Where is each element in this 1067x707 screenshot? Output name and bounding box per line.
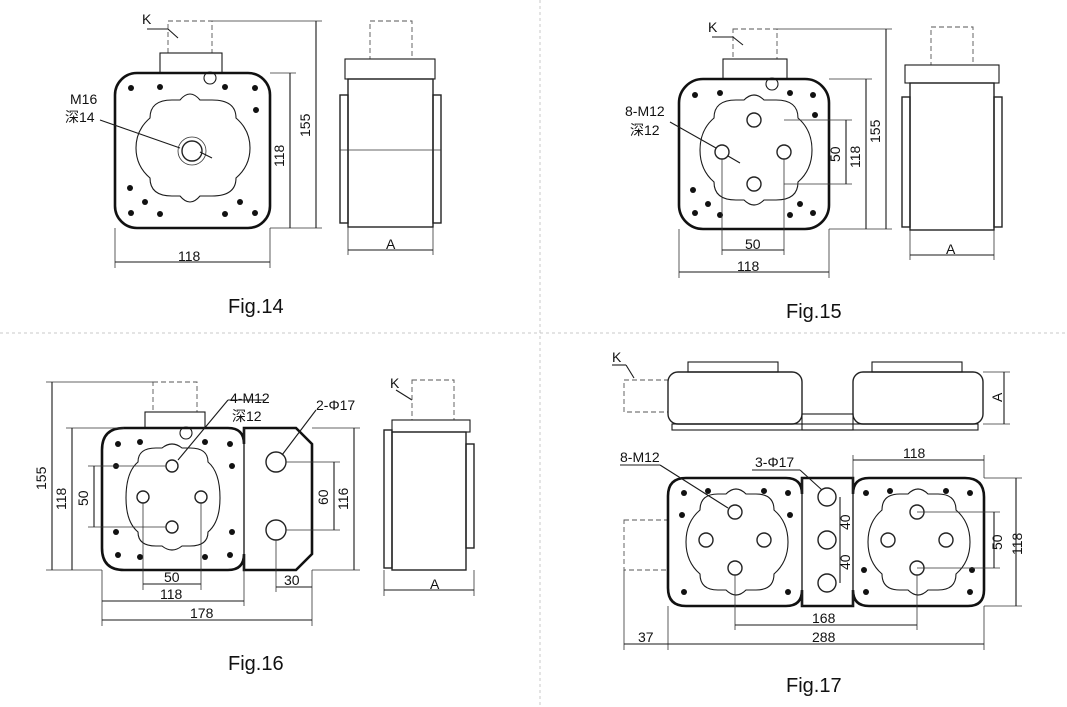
fig15: K 8-M12 深12 50 118 — [625, 19, 1003, 323]
fig14-depth-label: 深14 — [65, 109, 95, 125]
fig14-electrode-plate — [135, 93, 251, 203]
fig14: K M16 深14 118 118 155 — [65, 11, 442, 318]
fig15-height-inner-dim: 118 — [847, 145, 863, 168]
fig15-side-terminal — [930, 26, 974, 66]
fig16-side-dim: A — [430, 576, 440, 592]
fig17-thread-label: 8-M12 — [620, 449, 660, 465]
fig16-side-body — [391, 431, 467, 571]
fig14-thread-label: M16 — [70, 91, 97, 107]
fig14-center-hole — [181, 140, 203, 162]
fig14-side-body — [347, 78, 434, 228]
fig14-front-body — [113, 71, 272, 230]
fig14-k-label: K — [142, 11, 152, 27]
fig16-terminal-outline — [152, 381, 198, 413]
fig15-side-body — [909, 82, 995, 231]
fig17-bolts — [679, 488, 975, 595]
fig16-hole-spacing-dim: 60 — [315, 489, 331, 505]
fig15-electrode-plate — [699, 94, 813, 206]
fig17-mounting-holes — [817, 487, 837, 593]
fig14-caption: Fig.14 — [228, 296, 284, 318]
fig15-bolts — [690, 90, 818, 218]
fig17-top-terminal — [623, 379, 669, 413]
fig17-offset-dim: 37 — [638, 629, 654, 645]
fig16-ext-width-dim: 30 — [284, 572, 300, 588]
fig16-bolt-height-dim: 50 — [75, 490, 91, 506]
fig16-front-body — [100, 426, 314, 572]
fig16-depth-label: 深12 — [232, 408, 262, 424]
fig17-hole-spacing-1: 40 — [837, 514, 853, 530]
fig17-threaded-holes — [698, 504, 954, 576]
fig17-caption: Fig.17 — [786, 675, 842, 697]
fig16-mounting-holes — [265, 451, 287, 541]
fig16: 4-M12 深12 2-Φ17 155 118 50 60 116 50 118 — [33, 375, 475, 675]
fig15-caption: Fig.15 — [786, 301, 842, 323]
fig17-front-body — [666, 476, 986, 608]
fig17-bolt-height-dim: 50 — [989, 534, 1005, 550]
fig16-thread-label: 4-M12 — [230, 390, 270, 406]
fig14-side-terminal — [369, 20, 413, 60]
fig17-hole-spacing-2: 40 — [837, 554, 853, 570]
fig14-terminal-outline — [167, 20, 213, 54]
fig14-height-inner-dim: 118 — [271, 144, 287, 167]
fig17-top-unit-left — [667, 371, 803, 425]
fig16-ext-height-dim: 116 — [335, 487, 351, 510]
fig16-bolts — [113, 439, 235, 560]
fig15-front-body — [677, 77, 831, 231]
fig15-width-dim: 118 — [737, 258, 760, 274]
fig15-terminal-outline — [732, 28, 778, 60]
fig17-holes-label: 3-Φ17 — [755, 454, 794, 470]
fig16-threaded-holes — [136, 459, 208, 534]
fig16-caption: Fig.16 — [228, 653, 284, 675]
fig14-side-dim: A — [386, 236, 396, 252]
fig15-threaded-holes — [714, 112, 792, 192]
fig15-depth-label: 深12 — [630, 122, 660, 138]
fig15-side-dim: A — [946, 241, 956, 257]
fig15-bolt-width-dim: 50 — [745, 236, 761, 252]
fig17-front-terminal — [623, 519, 669, 571]
fig14-height-outer-dim: 155 — [297, 113, 313, 137]
fig17-left-electrode — [685, 488, 789, 596]
fig17-right-electrode — [867, 488, 971, 596]
fig15-k-label: K — [708, 19, 718, 35]
fig17-spacing-dim: 168 — [812, 610, 836, 626]
fig16-bolt-width-dim: 50 — [164, 569, 180, 585]
fig17-height-inner-dim: 118 — [1009, 532, 1025, 555]
fig17-total-dim: 288 — [812, 629, 836, 645]
fig17-k-label: K — [612, 349, 622, 365]
fig16-holes-label: 2-Φ17 — [316, 397, 355, 413]
fig14-bolts — [127, 84, 259, 217]
fig16-side-terminal — [411, 379, 455, 421]
fig17-side-dim: A — [989, 392, 1005, 402]
fig17-width-dim: 118 — [903, 445, 926, 461]
fig15-bolt-height-dim: 50 — [827, 146, 843, 162]
fig17: K A — [612, 349, 1025, 697]
fig16-total-dim: 178 — [190, 605, 214, 621]
fig15-thread-label: 8-M12 — [625, 103, 665, 119]
fig14-width-dim: 118 — [178, 248, 201, 264]
fig15-height-outer-dim: 155 — [867, 119, 883, 143]
fig17-top-unit-right — [852, 371, 984, 425]
fig16-k-label: K — [390, 375, 400, 391]
fig16-height-outer-dim: 155 — [33, 466, 49, 490]
fig16-height-inner-dim: 118 — [53, 487, 69, 510]
fig16-width-dim: 118 — [160, 586, 183, 602]
